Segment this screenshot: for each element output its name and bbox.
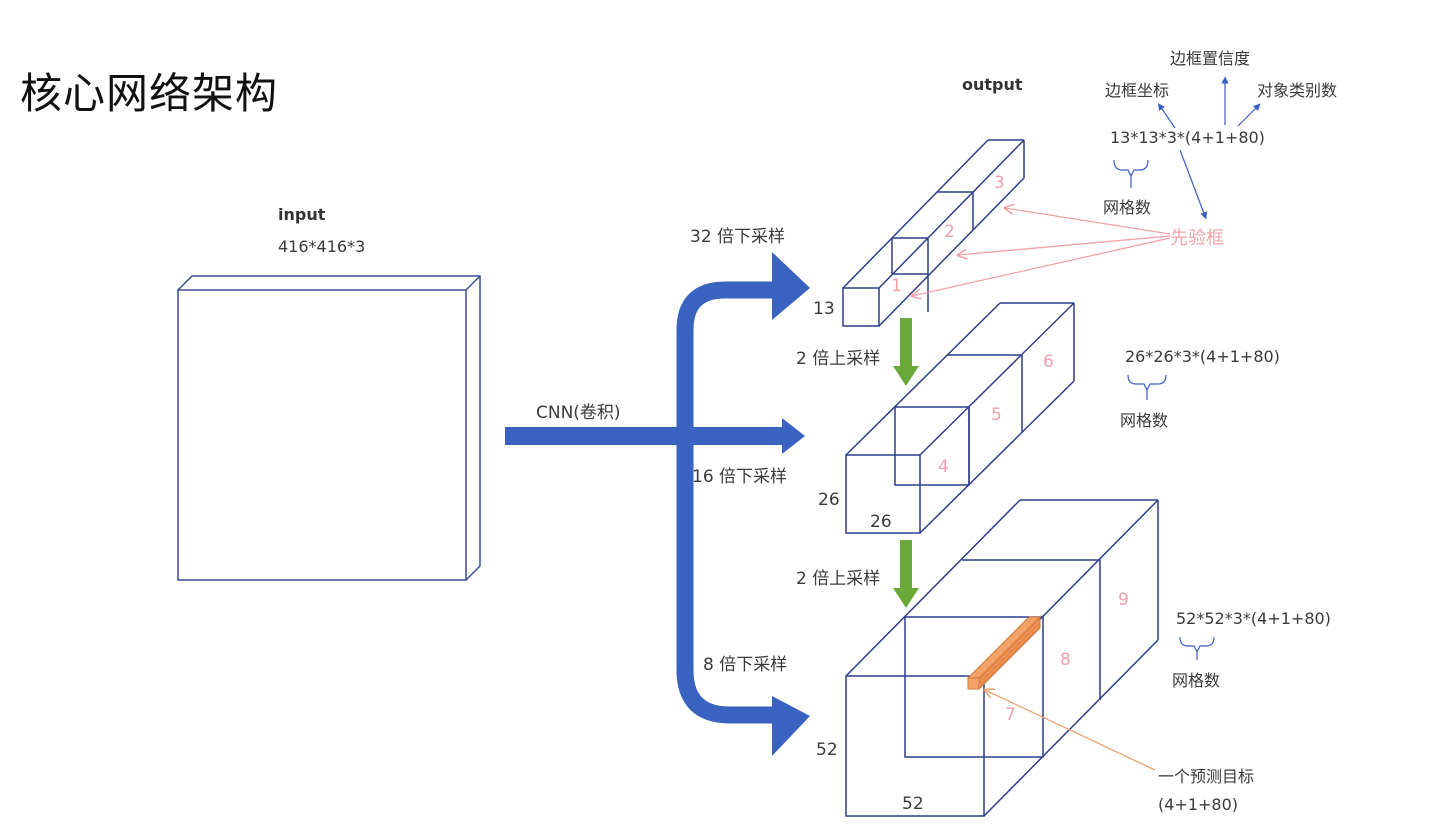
downsample-16-label: 16 倍下采样 — [692, 467, 788, 487]
formula-braces — [1113, 159, 1215, 660]
cell-number-9: 9 — [1118, 590, 1129, 610]
formula-annotation-arrows — [1157, 76, 1261, 220]
cell-number-8: 8 — [1060, 650, 1071, 670]
branch-arrows — [676, 281, 780, 724]
page-title: 核心网络架构 — [20, 69, 279, 118]
cnn-arrow — [505, 418, 805, 454]
downsample-32-label: 32 倍下采样 — [690, 227, 786, 247]
class-count-label: 对象类别数 — [1257, 81, 1338, 100]
cell-number-3: 3 — [994, 173, 1005, 193]
prediction-bar — [966, 615, 1042, 691]
grid-26-height-label: 26 — [818, 490, 840, 510]
downsample-8-label: 8 倍下采样 — [703, 655, 788, 675]
output-box-13 — [842, 139, 1025, 327]
grid-52-height-label: 52 — [816, 740, 838, 760]
cell-number-2: 2 — [944, 222, 955, 242]
grid-52-width-label: 52 — [902, 794, 924, 814]
anchor-pointers — [912, 208, 1171, 296]
cell-number-7: 7 — [1005, 705, 1016, 725]
cell-number-6: 6 — [1043, 352, 1054, 372]
upsample-arrow-2 — [893, 540, 919, 608]
formula-13: 13*13*3*(4+1+80) — [1110, 128, 1265, 147]
grid-count-label-52: 网格数 — [1172, 671, 1221, 690]
output-label: output — [962, 75, 1023, 94]
input-cube — [177, 275, 481, 581]
upsample-label-2: 2 倍上采样 — [796, 569, 881, 589]
cell-number-4: 4 — [938, 457, 949, 477]
formula-52: 52*52*3*(4+1+80) — [1176, 609, 1331, 628]
prediction-pointer — [985, 690, 1156, 771]
cell-number-1: 1 — [891, 276, 902, 296]
input-label: input — [278, 205, 326, 224]
prediction-target-label: 一个预测目标 — [1158, 767, 1255, 786]
prediction-target-dim: (4+1+80) — [1158, 795, 1239, 814]
grid-count-label-13: 网格数 — [1103, 198, 1152, 217]
upsample-label-1: 2 倍上采样 — [796, 349, 881, 369]
output-box-52 — [845, 499, 1159, 817]
formula-26: 26*26*3*(4+1+80) — [1125, 347, 1280, 366]
upsample-arrow-1 — [893, 318, 919, 386]
bbox-confidence-label: 边框置信度 — [1170, 49, 1251, 68]
cnn-label: CNN(卷积) — [536, 403, 621, 423]
grid-26-width-label: 26 — [870, 512, 892, 532]
output-box-26 — [845, 302, 1075, 534]
grid-count-label-26: 网格数 — [1120, 411, 1169, 430]
arrowhead-32 — [772, 252, 810, 320]
bbox-coords-label: 边框坐标 — [1105, 81, 1170, 100]
cell-number-5: 5 — [991, 405, 1002, 425]
anchor-box-label: 先验框 — [1170, 228, 1224, 249]
arrowhead-8 — [772, 696, 810, 756]
input-size: 416*416*3 — [278, 237, 366, 256]
grid-13-label: 13 — [813, 299, 835, 319]
